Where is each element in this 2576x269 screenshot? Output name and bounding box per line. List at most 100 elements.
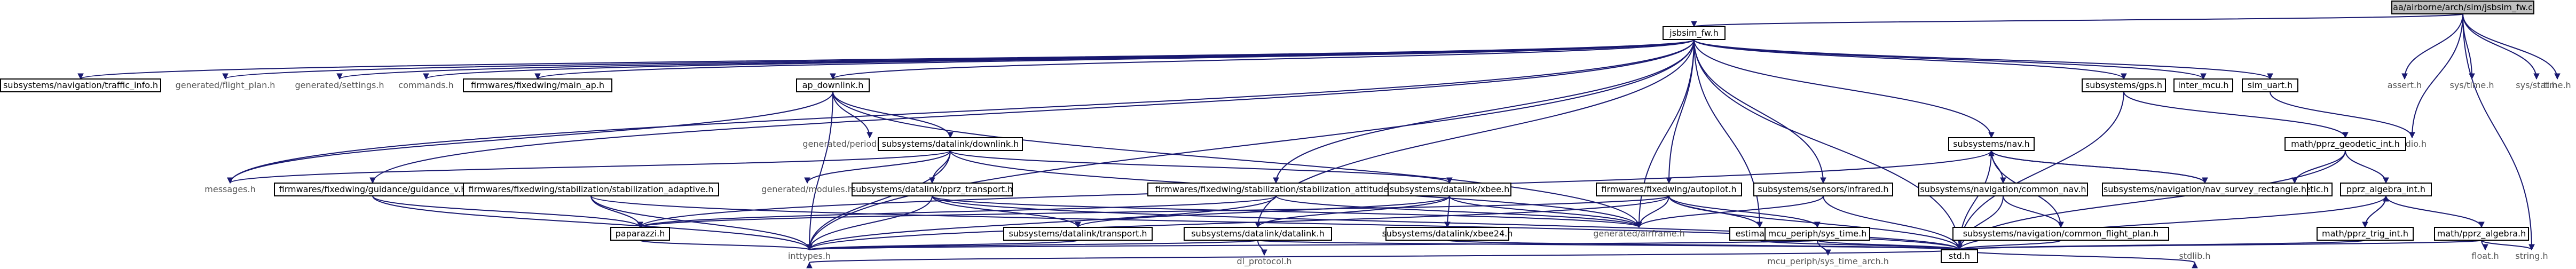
node-sim-uart[interactable]: sim_uart.h (2242, 78, 2298, 92)
arrowhead-estimator (1756, 221, 1763, 228)
node-pprz-transport[interactable]: subsystems/datalink/pprz_transport.h (852, 183, 1013, 196)
edge-std_h-to-stdlib_h (1959, 249, 2195, 263)
node-label: firmwares/fixedwing/stabilization/stabil… (1155, 184, 1397, 195)
node-label: subsystems/sensors/infrared.h (1758, 184, 1888, 194)
node-box (2317, 227, 2414, 241)
node-nav-survey[interactable]: subsystems/navigation/nav_survey_rectang… (2102, 183, 2308, 196)
node-time-h: time.h (2543, 80, 2571, 90)
node-jsbsim-fw-h[interactable]: jsbsim_fw.h (1663, 26, 1726, 40)
arrowhead-xbee24 (1444, 221, 1451, 228)
node-main-ap[interactable]: firmwares/fixedwing/main_ap.h (463, 78, 612, 92)
node-float-h: float.h (2471, 251, 2499, 261)
node-mcu-sys-time[interactable]: mcu_periph/sys_time.h (1764, 227, 1870, 241)
dependency-edges (77, 13, 2561, 268)
node-nav[interactable]: subsystems/nav.h (1948, 137, 2035, 151)
arrowhead-algebra (2478, 221, 2485, 228)
node-xbee[interactable]: subsystems/datalink/xbee.h (1388, 183, 1511, 196)
node-box (463, 183, 719, 196)
node-algebra[interactable]: math/pprz_algebra.h (2434, 227, 2529, 241)
node-label: subsystems/datalink/pprz_transport.h (852, 184, 1013, 195)
node-box (1948, 137, 2035, 151)
node-dl-transport[interactable]: subsystems/datalink/transport.h (1003, 227, 1153, 241)
node-label: float.h (2471, 251, 2499, 261)
node-box (463, 78, 612, 92)
node-label: mcu_periph/sys_time.h (1768, 228, 1867, 239)
node-algebra-int[interactable]: pprz_algebra_int.h (2340, 183, 2432, 196)
node-dl-downlink[interactable]: subsystems/datalink/downlink.h (878, 137, 1023, 151)
node-commands: commands.h (398, 80, 453, 90)
node-stdlib-h: stdlib.h (2179, 251, 2210, 261)
node-label: subsystems/navigation/common_nav.h (1920, 184, 2086, 195)
edge-jsbsim_fw_h-to-main_ap (537, 39, 1695, 80)
edge-dl_downlink-to-messages (230, 150, 951, 184)
node-string-h: string.h (2515, 251, 2548, 261)
edge-std_h-to-inttypes_h (809, 249, 1960, 263)
node-stab-attitude[interactable]: firmwares/fixedwing/stabilization/stabil… (1147, 183, 1405, 196)
edge-guidance_v-to-inttypes_h (372, 195, 810, 250)
arrowhead-guidance_v (369, 177, 376, 184)
node-traffic-info[interactable]: subsystems/navigation/traffic_info.h (0, 78, 161, 92)
edge-jsbsim_fw_h-to-guidance_v (372, 39, 1695, 184)
node-label: math/pprz_trig_int.h (2322, 228, 2408, 239)
arrowhead-stdio_h (2409, 132, 2415, 139)
node-datalink[interactable]: subsystems/datalink/datalink.h (1184, 227, 1332, 241)
edge-dl_downlink-to-inttypes_h (809, 150, 951, 250)
node-geodetic-int[interactable]: math/pprz_geodetic_int.h (2284, 137, 2406, 151)
node-inttypes-h: inttypes.h (788, 251, 831, 261)
edge-jsbsim_fw_h-to-infrared (1693, 39, 1824, 184)
node-stab-adaptive[interactable]: firmwares/fixedwing/stabilization/stabil… (463, 183, 719, 196)
node-std-h[interactable]: std.h (1941, 249, 1978, 263)
node-common-nav[interactable]: subsystems/navigation/common_nav.h (1918, 183, 2088, 196)
node-box (1663, 26, 1726, 40)
node-box (796, 78, 870, 92)
edge-xbee24-to-std_h (1447, 240, 1960, 250)
node-label: math/pprz_geodetic_int.h (2291, 139, 2400, 149)
node-label: subsystems/datalink/xbee.h (1390, 184, 1509, 194)
node-label: ap_downlink.h (802, 80, 864, 91)
edge-common_flight_plan-to-std_h (1959, 240, 2061, 250)
arrowhead-common_flight_plan (2058, 221, 2064, 228)
node-box (2173, 78, 2233, 92)
node-xbee24[interactable]: subsystems/datalink/xbee24.h (1382, 227, 1513, 241)
node-label: subsystems/datalink/downlink.h (882, 139, 1019, 149)
edge-jsbsim_fw_h-to-settings (339, 39, 1695, 80)
arrowhead-dl_protocol (1261, 249, 1267, 256)
node-trig-int[interactable]: math/pprz_trig_int.h (2317, 227, 2414, 241)
edge-jsbsim_fw_h-to-sim_uart (1693, 39, 2271, 80)
node-inter-mcu[interactable]: inter_mcu.h (2173, 78, 2233, 92)
node-box (2340, 183, 2432, 196)
node-settings: generated/settings.h (295, 80, 384, 90)
edge-ap_downlink-to-periodic_telemetry (832, 91, 870, 138)
node-root[interactable]: aa/airborne/arch/sim/jsbsim_fw.c (2391, 1, 2534, 14)
edge-algebra-to-string_h (2481, 240, 2532, 250)
arrowhead-xbee (1446, 177, 1453, 184)
arrowhead-gps (2121, 73, 2127, 80)
arrowhead-inttypes_h (806, 244, 813, 251)
edge-infrared-to-airframe (1638, 195, 1824, 228)
node-common-flight-plan[interactable]: subsystems/navigation/common_flight_plan… (1952, 227, 2169, 241)
node-label: string.h (2515, 251, 2548, 261)
arrowhead-traffic_info (77, 73, 84, 80)
edge-stab_attitude-to-inttypes_h (809, 195, 1277, 250)
arrowhead-stab_attitude (1273, 177, 1279, 184)
edge-guidance_v-to-paparazzi (372, 195, 641, 228)
node-ap-downlink[interactable]: ap_downlink.h (796, 78, 870, 92)
arrowhead-jsbsim_fw_h (1691, 21, 1697, 28)
node-infrared[interactable]: subsystems/sensors/infrared.h (1753, 183, 1893, 196)
node-messages: messages.h (204, 184, 255, 194)
node-box (1941, 249, 1978, 263)
node-label: aa/airborne/arch/sim/jsbsim_fw.c (2393, 2, 2533, 13)
node-label: firmwares/fixedwing/stabilization/stabil… (468, 184, 713, 195)
node-gps[interactable]: subsystems/gps.h (2082, 78, 2166, 92)
node-label: stdlib.h (2179, 251, 2210, 261)
edge-jsbsim_fw_h-to-stab_attitude (1275, 39, 1695, 184)
node-autopilot[interactable]: firmwares/fixedwing/autopilot.h (1596, 183, 1742, 196)
arrowhead-assert_h (2401, 73, 2408, 80)
node-paparazzi[interactable]: paparazzi.h (610, 227, 670, 241)
node-box (2391, 1, 2534, 14)
edge-sim_uart-to-stdio_h (2270, 91, 2413, 138)
edge-geodetic_int-to-algebra_int (2345, 150, 2386, 184)
edge-mcu_sys_time-to-std_h (1817, 240, 1960, 250)
edge-geodetic_int-to-geodetic (2294, 150, 2346, 184)
node-guidance-v[interactable]: firmwares/fixedwing/guidance/guidance_v.… (274, 183, 471, 196)
